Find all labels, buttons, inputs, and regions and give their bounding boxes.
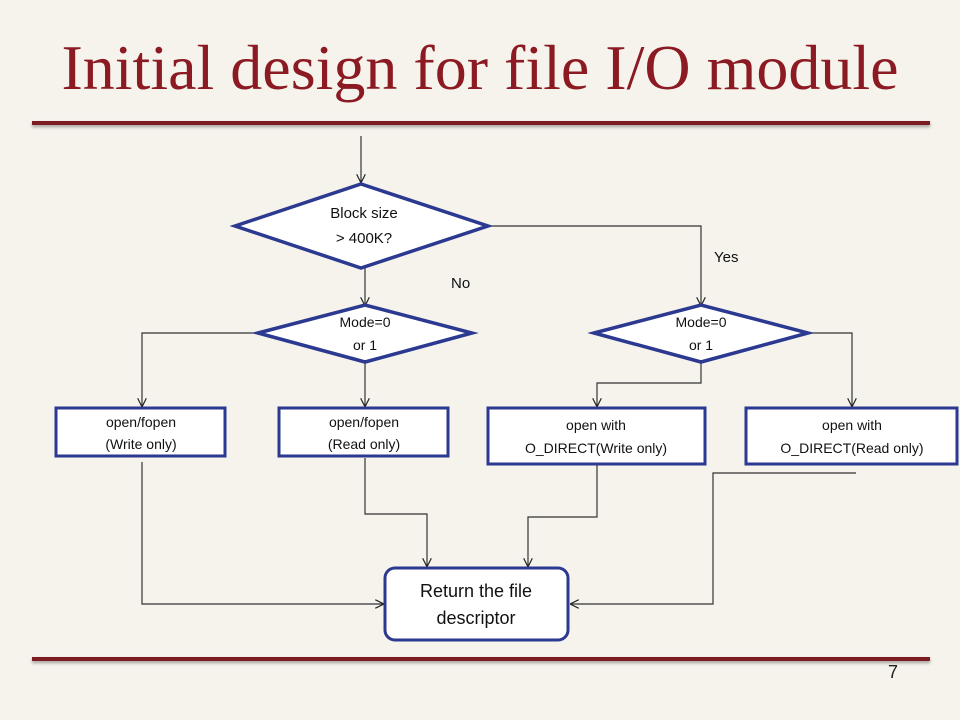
decision-block-size-line1: Block size xyxy=(330,205,398,222)
box-direct-read-line2: O_DIRECT(Read only) xyxy=(780,440,923,456)
write-to-return-arrow xyxy=(141,462,383,604)
box-write-only-line2: (Write only) xyxy=(105,436,176,452)
read-to-return-arrow xyxy=(364,458,427,566)
decision-mode-right: Mode=0 or 1 xyxy=(587,303,815,364)
box-read-only: open/fopen (Read only) xyxy=(277,406,450,458)
decision-mode-right-line2: or 1 xyxy=(689,337,713,353)
box-write-only: open/fopen (Write only) xyxy=(54,406,227,458)
box-direct-read: open with O_DIRECT(Read only) xyxy=(744,406,959,466)
box-read-only-line1: open/fopen xyxy=(329,414,399,430)
connectors xyxy=(142,136,856,604)
terminal-return: Return the file descriptor xyxy=(383,566,570,642)
direct-write-to-return-arrow xyxy=(528,465,598,566)
slide-title: Initial design for file I/O module xyxy=(61,32,899,103)
bottom-divider xyxy=(32,657,930,661)
mode-right-read-arrow xyxy=(808,332,852,406)
decision-mode-left: Mode=0 or 1 xyxy=(251,303,479,364)
box-read-only-line2: (Read only) xyxy=(328,436,400,452)
box-write-only-line1: open/fopen xyxy=(106,414,176,430)
yes-branch-arrow xyxy=(488,225,701,305)
direct-read-to-return-arrow xyxy=(571,472,856,604)
mode-left-write-arrow xyxy=(142,332,258,406)
decision-block-size: Block size > 400K? xyxy=(229,182,494,270)
label-no: No xyxy=(451,275,470,292)
mode-right-write-arrow xyxy=(597,362,702,406)
label-yes: Yes xyxy=(714,249,738,266)
terminal-return-line2: descriptor xyxy=(436,608,515,628)
decision-block-size-line2: > 400K? xyxy=(336,230,392,247)
decision-mode-left-line1: Mode=0 xyxy=(340,314,391,330)
page-number: 7 xyxy=(888,662,899,682)
terminal-return-line1: Return the file xyxy=(420,581,532,601)
box-direct-write-line1: open with xyxy=(566,417,626,433)
box-direct-write: open with O_DIRECT(Write only) xyxy=(486,406,707,466)
decision-mode-right-line1: Mode=0 xyxy=(676,314,727,330)
box-direct-read-line1: open with xyxy=(822,417,882,433)
decision-mode-left-line2: or 1 xyxy=(353,337,377,353)
box-direct-write-line2: O_DIRECT(Write only) xyxy=(525,440,667,456)
top-divider xyxy=(32,121,930,125)
